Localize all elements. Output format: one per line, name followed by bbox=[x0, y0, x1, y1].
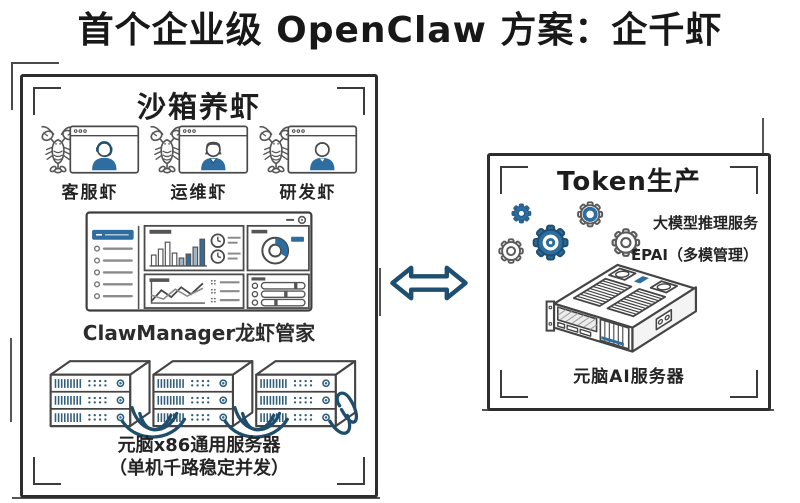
agent-item-customer-service: 客服虾 bbox=[37, 121, 143, 203]
agent-label: 客服虾 bbox=[61, 183, 119, 203]
servers-label-block: 元脑x86通用服务器 （单机千路稳定并发） bbox=[23, 435, 375, 480]
gears-icon bbox=[498, 201, 641, 264]
corner-bracket bbox=[500, 166, 528, 194]
network-cables bbox=[120, 391, 358, 439]
donut-chart bbox=[246, 224, 310, 272]
lobster-browser-icon bbox=[39, 125, 140, 174]
window-controls bbox=[286, 215, 307, 225]
agent-item-dev: 研发虾 bbox=[255, 121, 361, 203]
corner-bracket bbox=[33, 457, 61, 485]
corner-bracket bbox=[337, 87, 365, 115]
clock-icon bbox=[210, 233, 241, 248]
agent-label: 研发虾 bbox=[279, 183, 337, 203]
agent-item-ops: 运维虾 bbox=[146, 121, 252, 203]
sketch-stroke bbox=[762, 118, 764, 156]
server-cluster-illustration bbox=[49, 360, 358, 439]
token-panel-title: Token生产 bbox=[557, 167, 701, 197]
token-panel: Token生产 bbox=[487, 153, 771, 411]
servers-sublabel: （单机千路稳定并发） bbox=[109, 457, 289, 479]
service-label-epai: EPAI（多模管理） bbox=[630, 246, 758, 264]
dashboard-sidebar bbox=[92, 225, 140, 310]
service-label-inference: 大模型推理服务 bbox=[652, 214, 758, 232]
headset-icon bbox=[96, 141, 112, 149]
sketch-stroke bbox=[10, 338, 12, 422]
ai-server-label: 元脑AI服务器 bbox=[573, 367, 685, 387]
clock-icon bbox=[210, 249, 241, 264]
sandbox-panel: 沙箱养虾 客服虾 bbox=[20, 74, 378, 498]
dashboard-label: ClawManager龙虾管家 bbox=[82, 321, 316, 345]
corner-bracket bbox=[500, 370, 528, 398]
corner-bracket bbox=[337, 457, 365, 485]
agent-row: 客服虾 运维虾 bbox=[37, 121, 361, 203]
corner-bracket bbox=[730, 370, 758, 398]
line-chart bbox=[143, 273, 245, 309]
bar-chart bbox=[143, 224, 245, 272]
agent-label: 运维虾 bbox=[170, 183, 228, 203]
lobster-browser-icon bbox=[148, 125, 249, 174]
lobster-browser-icon bbox=[257, 125, 358, 174]
dashboard-illustration bbox=[85, 211, 313, 312]
sandbox-panel-title: 沙箱养虾 bbox=[136, 90, 261, 124]
sketch-stroke bbox=[11, 62, 59, 110]
sketch-stroke bbox=[12, 497, 380, 499]
ai-server-illustration bbox=[530, 244, 720, 356]
corner-bracket bbox=[33, 87, 61, 115]
corner-bracket bbox=[730, 166, 758, 194]
servers-label: 元脑x86通用服务器 bbox=[117, 435, 281, 456]
double-arrow-icon bbox=[390, 265, 468, 301]
toggle-list bbox=[246, 273, 310, 309]
page-title: 首个企业级 OpenClaw 方案：企千虾 bbox=[77, 10, 723, 51]
sketch-stroke bbox=[379, 268, 381, 316]
